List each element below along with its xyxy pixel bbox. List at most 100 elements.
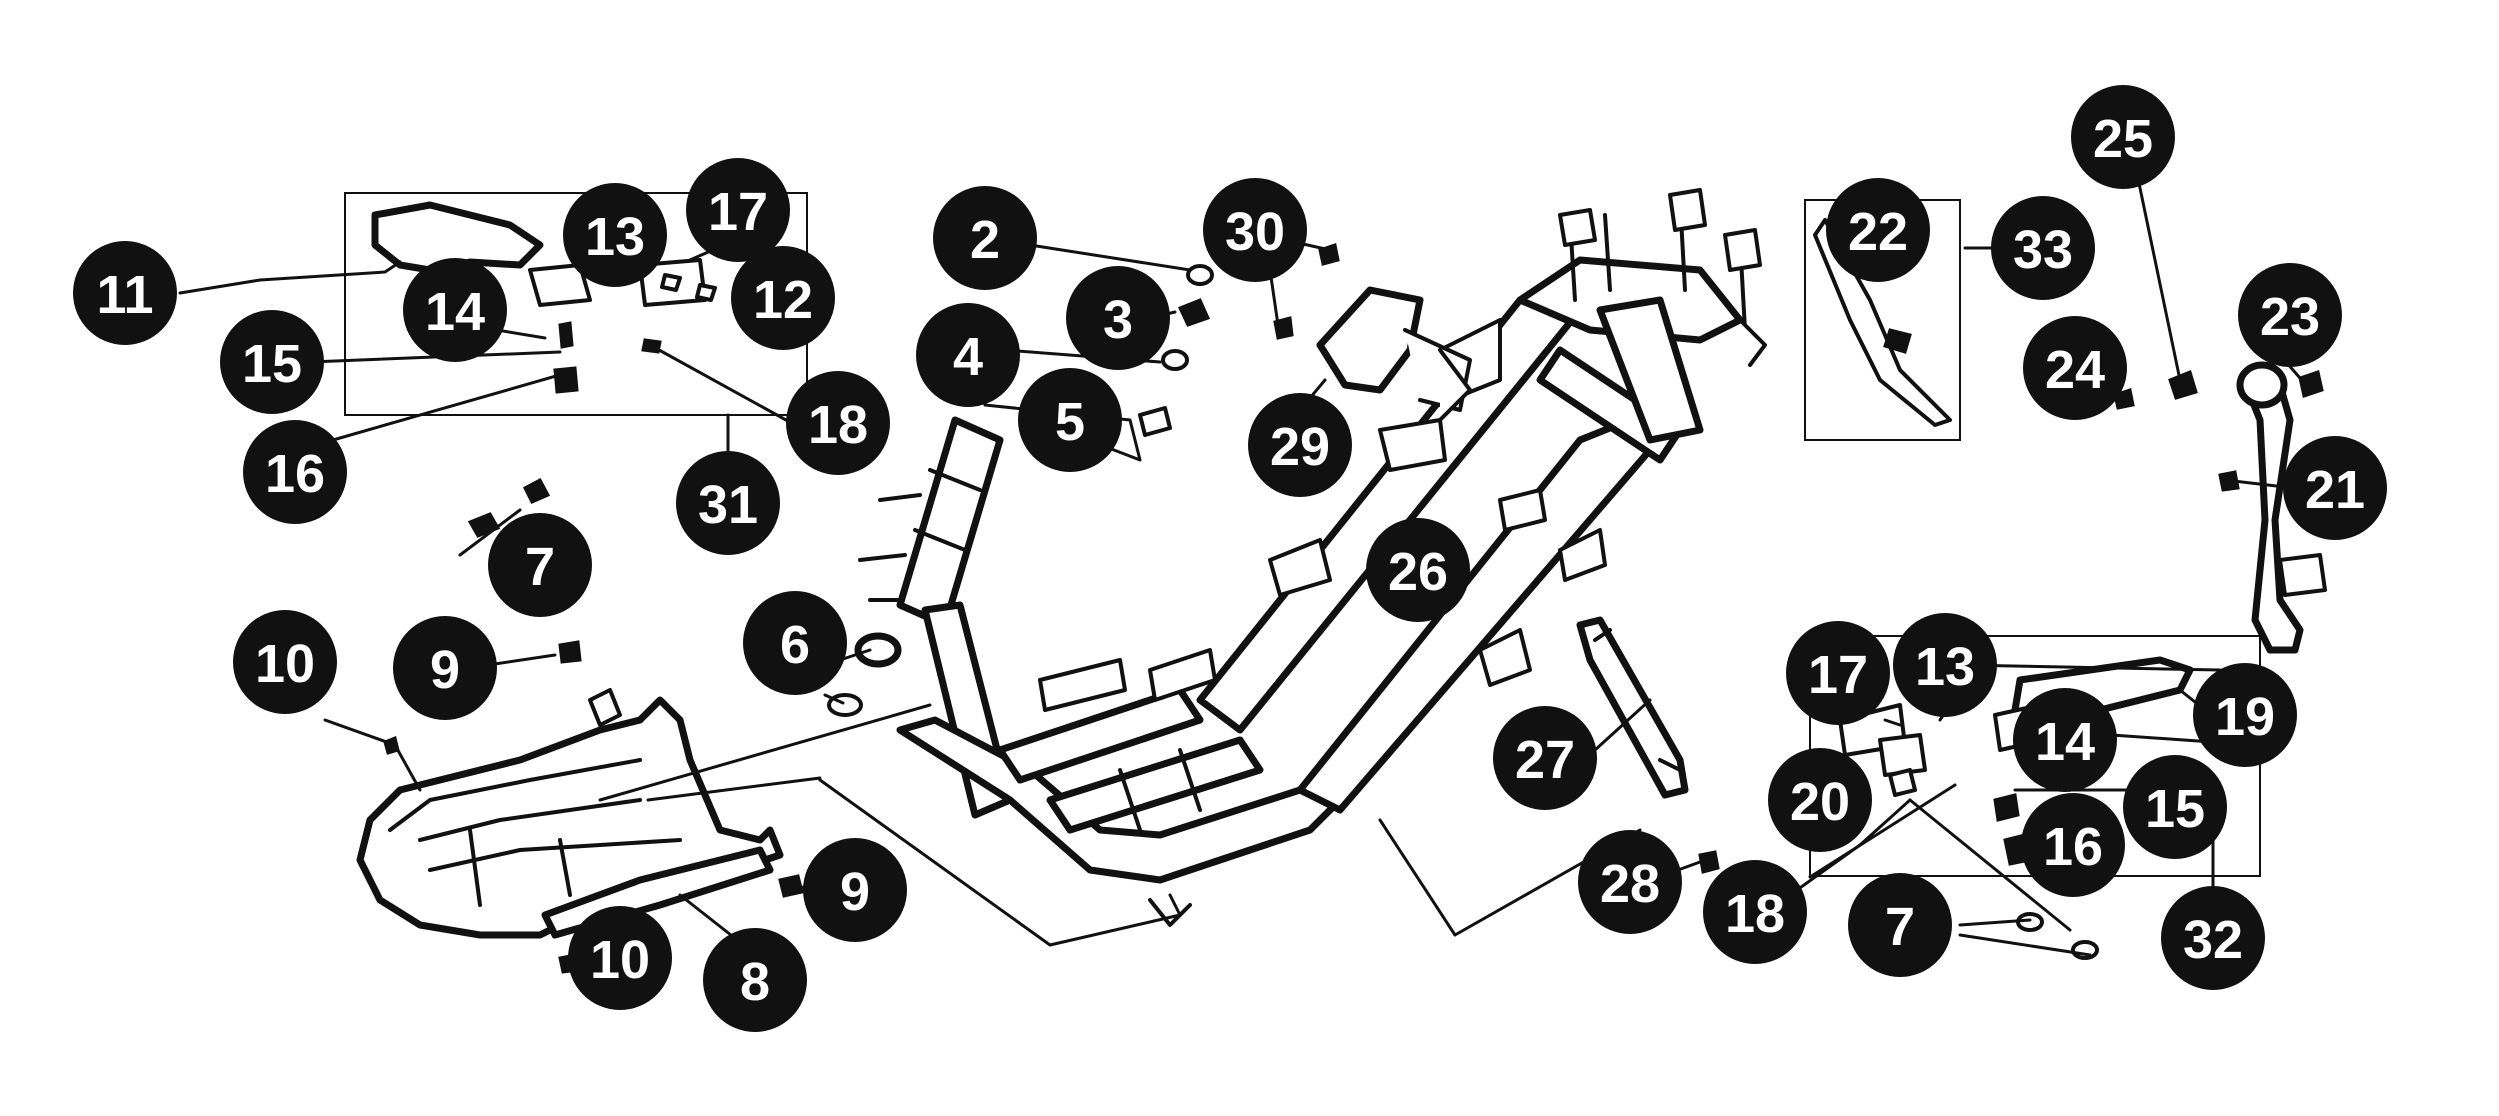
callout-circle — [2283, 436, 2387, 540]
callout-number: 31 — [698, 475, 758, 535]
callout-circle — [1703, 860, 1807, 964]
callout-c24: 24 — [2023, 316, 2127, 420]
callout-number: 14 — [2035, 712, 2095, 772]
callout-c28: 28 — [1578, 830, 1682, 934]
callout-c23: 23 — [2238, 263, 2342, 367]
callout-circle — [2193, 663, 2297, 767]
callout-number: 17 — [1808, 645, 1868, 705]
callout-circle — [403, 258, 507, 362]
floor-panel — [356, 688, 784, 939]
callout-circle — [676, 451, 780, 555]
callout-c21: 21 — [2283, 436, 2387, 540]
callout-number: 7 — [1885, 897, 1915, 957]
callout-number: 16 — [265, 444, 325, 504]
callout-c13b: 13 — [1893, 613, 1997, 717]
callout-number: 18 — [808, 395, 868, 455]
callout-circle — [2013, 688, 2117, 792]
callout-c15b: 15 — [2123, 755, 2227, 859]
callout-circle — [393, 616, 497, 720]
callout-circle — [703, 928, 807, 1032]
callout-c17a: 17 — [686, 158, 790, 262]
callout-c22: 22 — [1826, 178, 1930, 282]
callout-circle — [2161, 886, 2265, 990]
callout-number: 26 — [1388, 542, 1448, 602]
callout-circle — [1203, 178, 1307, 282]
callout-circle — [488, 513, 592, 617]
callout-c7b: 7 — [1848, 873, 1952, 977]
callout-c26: 26 — [1366, 518, 1470, 622]
callout-c19: 19 — [2193, 663, 2297, 767]
callout-number: 19 — [2215, 687, 2275, 747]
callout-c16a: 16 — [243, 420, 347, 524]
callout-c13a: 13 — [563, 183, 667, 287]
footrest-left — [371, 201, 717, 394]
callout-c31: 31 — [676, 451, 780, 555]
callout-circle — [731, 246, 835, 350]
callout-circle — [1768, 748, 1872, 852]
callout-c15a: 15 — [220, 310, 324, 414]
callout-number: 21 — [2305, 460, 2365, 520]
callout-c18a: 18 — [786, 371, 890, 475]
callout-c16b: 16 — [2021, 793, 2125, 897]
callout-c9b: 9 — [803, 838, 907, 942]
callout-number: 15 — [2145, 779, 2205, 839]
callout-c3: 3 — [1066, 266, 1170, 370]
callout-circle — [1991, 196, 2095, 300]
callout-circle — [686, 158, 790, 262]
callout-circle — [2238, 263, 2342, 367]
callout-number: 10 — [590, 930, 650, 990]
callout-c20: 20 — [1768, 748, 1872, 852]
callout-circle — [220, 310, 324, 414]
callout-number: 28 — [1600, 854, 1660, 914]
callout-circle — [1248, 393, 1352, 497]
callout-number: 14 — [425, 282, 485, 342]
callout-circle — [568, 906, 672, 1010]
bushings-and-mounts — [827, 243, 1472, 717]
callout-number: 10 — [255, 634, 315, 694]
callout-c12: 12 — [731, 246, 835, 350]
callout-circle — [786, 371, 890, 475]
callout-circle — [1826, 178, 1930, 282]
callout-circle — [1366, 518, 1470, 622]
callout-number: 12 — [753, 270, 813, 330]
callout-number: 4 — [953, 327, 983, 387]
callout-c4: 4 — [916, 303, 1020, 407]
callout-number: 23 — [2260, 287, 2320, 347]
callout-c9a: 9 — [393, 616, 497, 720]
callout-number: 16 — [2043, 817, 2103, 877]
callout-circle — [2071, 85, 2175, 189]
callout-number: 17 — [708, 182, 768, 242]
callout-number: 20 — [1790, 772, 1850, 832]
callout-number: 6 — [780, 615, 810, 675]
callout-number: 3 — [1103, 290, 1133, 350]
callout-number: 13 — [585, 207, 645, 267]
callout-circle — [916, 303, 1020, 407]
center-stand-bracket — [1576, 616, 1720, 874]
callout-c30: 30 — [1203, 178, 1307, 282]
callout-number: 27 — [1515, 730, 1575, 790]
callout-circle — [1848, 873, 1952, 977]
callout-circle — [2123, 755, 2227, 859]
callout-c27: 27 — [1493, 706, 1597, 810]
callout-number: 24 — [2045, 340, 2105, 400]
callout-number: 2 — [970, 210, 1000, 270]
callout-number: 32 — [2183, 910, 2243, 970]
callout-c14b: 14 — [2013, 688, 2117, 792]
callout-c8: 8 — [703, 928, 807, 1032]
callout-number: 13 — [1915, 637, 1975, 697]
callout-number: 11 — [96, 265, 153, 325]
callout-c11a: 11 — [73, 241, 177, 345]
callout-c7a: 7 — [488, 513, 592, 617]
callout-number: 33 — [2013, 220, 2073, 280]
callout-c32: 32 — [2161, 886, 2265, 990]
callout-c5: 5 — [1018, 368, 1122, 472]
callout-number: 22 — [1848, 202, 1908, 262]
callout-c14a: 14 — [403, 258, 507, 362]
callout-c6: 6 — [743, 591, 847, 695]
callout-circle — [73, 241, 177, 345]
callout-number: 9 — [840, 862, 870, 922]
callout-circle — [803, 838, 907, 942]
callout-circle — [1893, 613, 1997, 717]
callout-circle — [743, 591, 847, 695]
